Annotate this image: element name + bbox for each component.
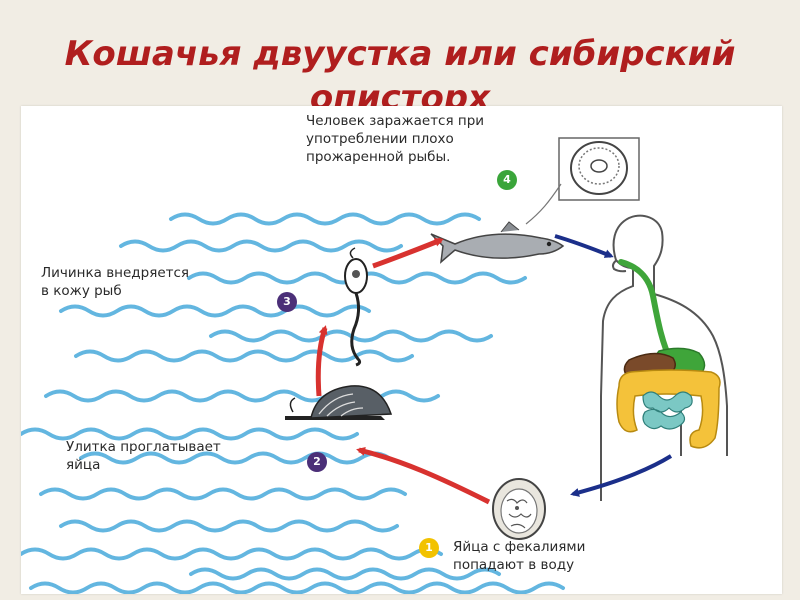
step-3-caption: Личинка внедряется в кожу рыб xyxy=(41,264,189,300)
snail-icon xyxy=(285,385,393,420)
digestive-tract-icon xyxy=(616,259,721,449)
arrow-snail-to-larva xyxy=(315,325,328,397)
step-4-line2: употреблении плохо xyxy=(306,131,454,147)
larva-icon xyxy=(344,247,368,367)
egg-icon xyxy=(492,478,546,540)
arrow-larva-to-fish xyxy=(372,237,444,269)
step-4-caption: Человек заражается при употреблении плох… xyxy=(306,112,484,166)
step-1-badge: 1 xyxy=(419,538,439,558)
arrow-human-to-egg xyxy=(570,454,673,497)
step-3-line1: Личинка внедряется xyxy=(41,265,190,281)
diagram-canvas xyxy=(21,137,728,594)
step-2-caption: Улитка проглатывает яйца xyxy=(66,438,221,474)
step-4-line1: Человек заражается при xyxy=(306,113,485,129)
step-2-badge: 2 xyxy=(307,452,327,472)
step-4-line3: прожаренной рыбы. xyxy=(306,149,451,165)
step-2-line2: яйца xyxy=(66,457,101,473)
lifecycle-diagram: Человек заражается при употреблении плох… xyxy=(21,106,782,594)
step-3-line2: в кожу рыб xyxy=(41,283,122,299)
step-3-badge: 3 xyxy=(277,292,297,312)
step-1-caption: Яйца с фекалиями попадают в воду xyxy=(453,538,585,574)
arrow-egg-to-snail xyxy=(356,447,491,505)
step-1-line2: попадают в воду xyxy=(453,557,575,573)
arrow-fish-to-human xyxy=(554,234,614,258)
step-2-line1: Улитка проглатывает xyxy=(66,439,221,455)
cyst-icon xyxy=(525,137,640,225)
page-title-line1: Кошачья двуустка или сибирский xyxy=(64,34,736,74)
fish-icon xyxy=(430,221,565,264)
step-4-badge: 4 xyxy=(497,170,517,190)
step-1-line1: Яйца с фекалиями xyxy=(453,539,586,555)
